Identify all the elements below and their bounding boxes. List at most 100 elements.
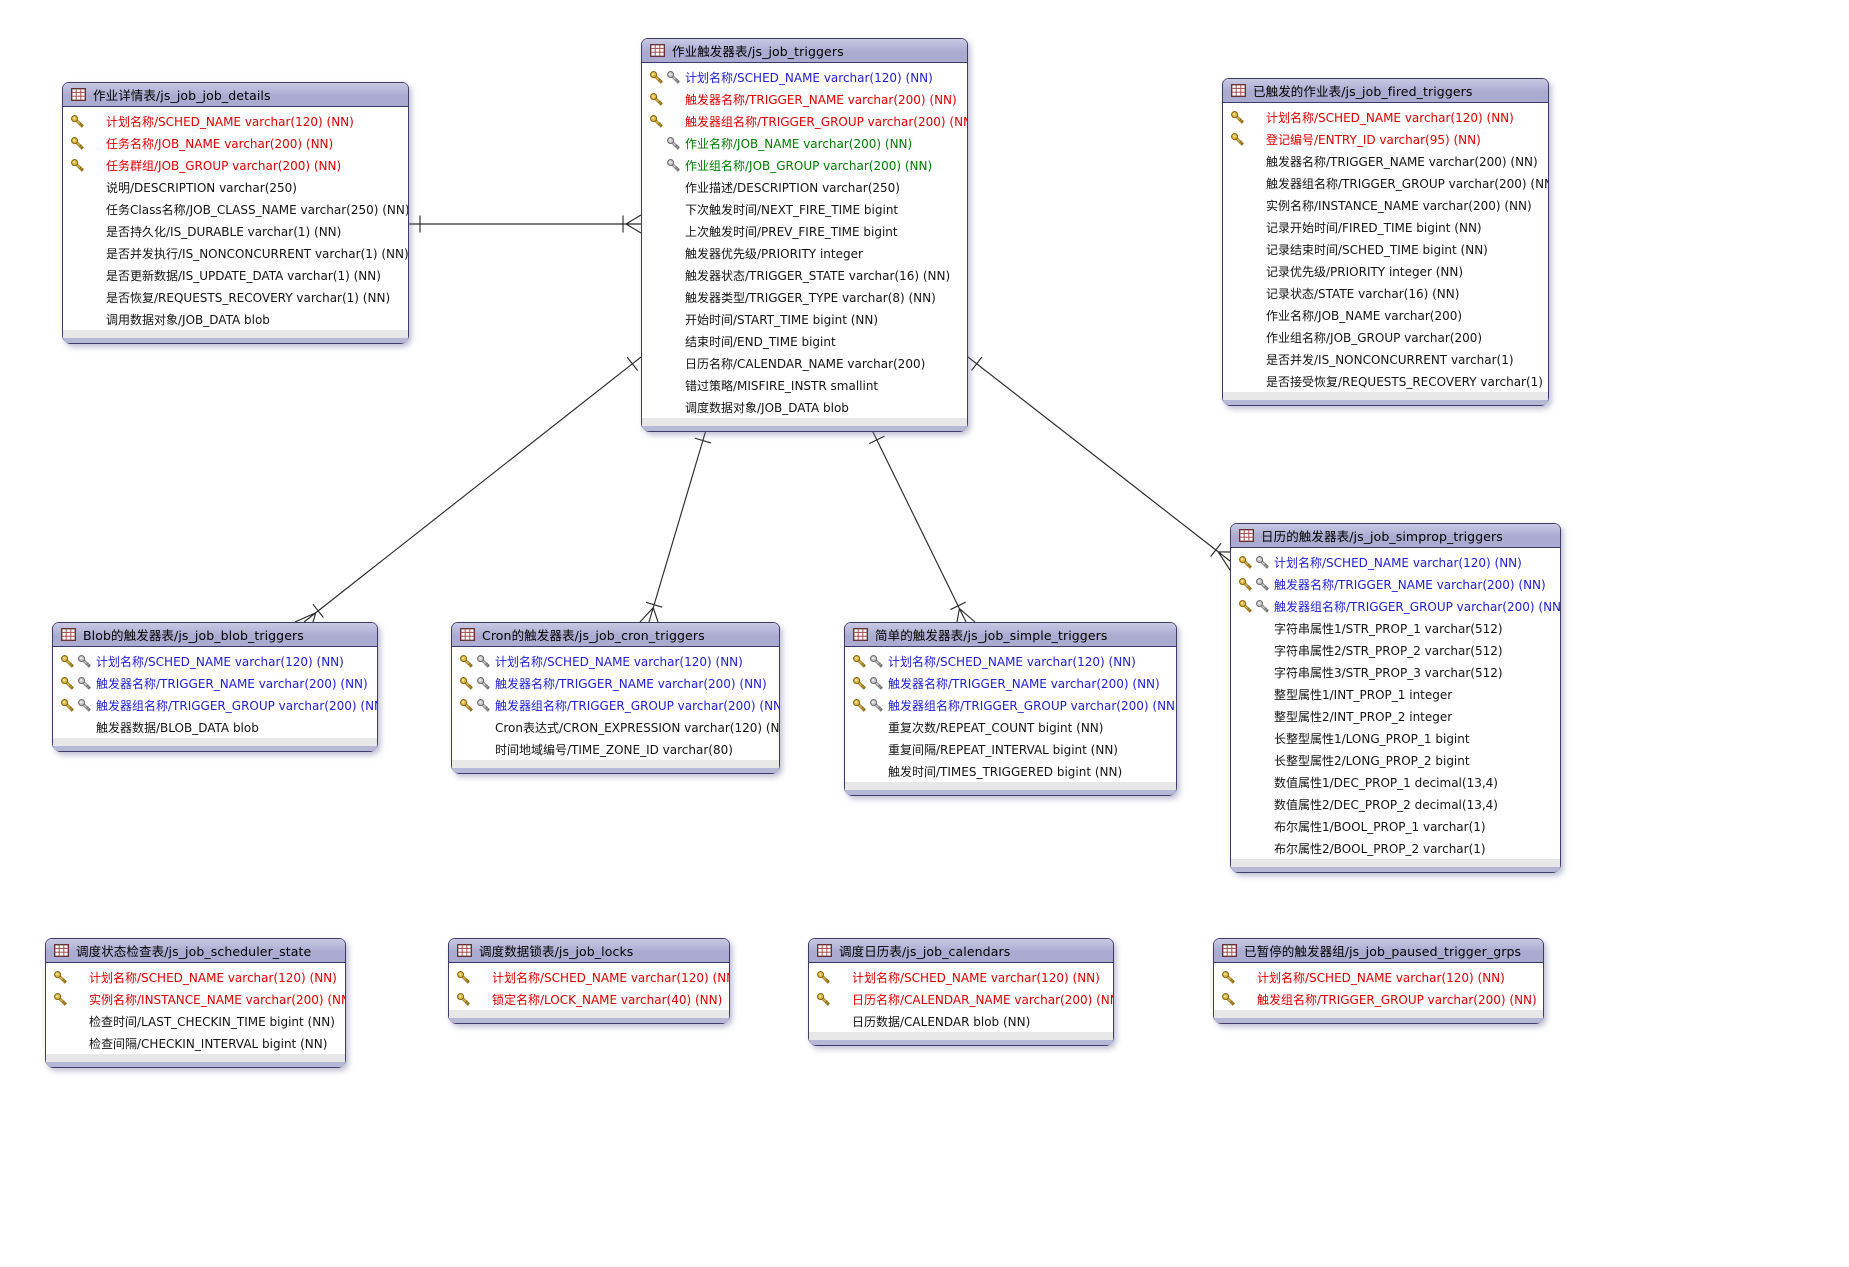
column-row[interactable]: 是否更新数据/IS_UPDATE_DATA varchar(1) (NN) <box>63 264 408 286</box>
column-row[interactable]: 任务群组/JOB_GROUP varchar(200) (NN) <box>63 154 408 176</box>
table-header[interactable]: 调度状态检查表/js_job_scheduler_state <box>46 939 345 963</box>
column-row[interactable]: 触发器组名称/TRIGGER_GROUP varchar(200) (NN) <box>1223 172 1548 194</box>
column-row[interactable]: 是否接受恢复/REQUESTS_RECOVERY varchar(1) <box>1223 370 1548 392</box>
entity-js_job_simprop_triggers[interactable]: 日历的触发器表/js_job_simprop_triggers 计划名称/SCHE… <box>1230 523 1561 873</box>
column-row[interactable]: 日历名称/CALENDAR_NAME varchar(200) (NN) <box>809 988 1113 1010</box>
column-row[interactable]: 触发器类型/TRIGGER_TYPE varchar(8) (NN) <box>642 286 967 308</box>
column-row[interactable]: 登记编号/ENTRY_ID varchar(95) (NN) <box>1223 128 1548 150</box>
relationship-triggers-to-blob_triggers[interactable] <box>294 356 642 623</box>
relationship-triggers-to-cron_triggers[interactable] <box>639 429 712 623</box>
column-row[interactable]: 触发器名称/TRIGGER_NAME varchar(200) (NN) <box>1231 573 1560 595</box>
column-row[interactable]: 日历名称/CALENDAR_NAME varchar(200) <box>642 352 967 374</box>
column-row[interactable]: 触发器状态/TRIGGER_STATE varchar(16) (NN) <box>642 264 967 286</box>
entity-js_job_locks[interactable]: 调度数据锁表/js_job_locks 计划名称/SCHED_NAME varch… <box>448 938 730 1024</box>
table-header[interactable]: 已暂停的触发器组/js_job_paused_trigger_grps <box>1214 939 1543 963</box>
column-row[interactable]: 记录状态/STATE varchar(16) (NN) <box>1223 282 1548 304</box>
column-row[interactable]: 触发器名称/TRIGGER_NAME varchar(200) (NN) <box>642 88 967 110</box>
column-row[interactable]: 触发器组名称/TRIGGER_GROUP varchar(200) (NN) <box>53 694 377 716</box>
column-row[interactable]: 字符串属性3/STR_PROP_3 varchar(512) <box>1231 661 1560 683</box>
column-row[interactable]: 布尔属性2/BOOL_PROP_2 varchar(1) <box>1231 837 1560 859</box>
column-row[interactable]: 实例名称/INSTANCE_NAME varchar(200) (NN) <box>46 988 345 1010</box>
column-row[interactable]: 作业描述/DESCRIPTION varchar(250) <box>642 176 967 198</box>
column-row[interactable]: 调用数据对象/JOB_DATA blob <box>63 308 408 330</box>
column-row[interactable]: 计划名称/SCHED_NAME varchar(120) (NN) <box>63 110 408 132</box>
column-row[interactable]: 触发器组名称/TRIGGER_GROUP varchar(200) (NN) <box>1231 595 1560 617</box>
entity-js_job_cron_triggers[interactable]: Cron的触发器表/js_job_cron_triggers 计划名称/SCHED… <box>451 622 780 774</box>
column-row[interactable]: 触发时间/TIMES_TRIGGERED bigint (NN) <box>845 760 1176 782</box>
column-row[interactable]: 计划名称/SCHED_NAME varchar(120) (NN) <box>845 650 1176 672</box>
column-row[interactable]: 作业名称/JOB_NAME varchar(200) <box>1223 304 1548 326</box>
column-row[interactable]: 计划名称/SCHED_NAME varchar(120) (NN) <box>1231 551 1560 573</box>
column-row[interactable]: 计划名称/SCHED_NAME varchar(120) (NN) <box>449 966 729 988</box>
table-header[interactable]: 作业详情表/js_job_job_details <box>63 83 408 107</box>
column-row[interactable]: 锁定名称/LOCK_NAME varchar(40) (NN) <box>449 988 729 1010</box>
table-header[interactable]: 调度日历表/js_job_calendars <box>809 939 1113 963</box>
column-row[interactable]: 计划名称/SCHED_NAME varchar(120) (NN) <box>1223 106 1548 128</box>
relationship-triggers-to-simple_triggers[interactable] <box>868 429 976 623</box>
column-row[interactable]: 计划名称/SCHED_NAME varchar(120) (NN) <box>1214 966 1543 988</box>
table-header[interactable]: 日历的触发器表/js_job_simprop_triggers <box>1231 524 1560 548</box>
column-row[interactable]: 作业组名称/JOB_GROUP varchar(200) <box>1223 326 1548 348</box>
entity-js_job_paused_trigger_grps[interactable]: 已暂停的触发器组/js_job_paused_trigger_grps 计划名称/… <box>1213 938 1544 1024</box>
column-row[interactable]: 作业组名称/JOB_GROUP varchar(200) (NN) <box>642 154 967 176</box>
column-row[interactable]: 触发器优先级/PRIORITY integer <box>642 242 967 264</box>
entity-js_job_triggers[interactable]: 作业触发器表/js_job_triggers 计划名称/SCHED_NAME va… <box>641 38 968 432</box>
entity-js_job_blob_triggers[interactable]: Blob的触发器表/js_job_blob_triggers 计划名称/SCHED… <box>52 622 378 752</box>
column-row[interactable]: 上次触发时间/PREV_FIRE_TIME bigint <box>642 220 967 242</box>
column-row[interactable]: 是否并发执行/IS_NONCONCURRENT varchar(1) (NN) <box>63 242 408 264</box>
table-header[interactable]: Blob的触发器表/js_job_blob_triggers <box>53 623 377 647</box>
column-row[interactable]: 数值属性2/DEC_PROP_2 decimal(13,4) <box>1231 793 1560 815</box>
column-row[interactable]: 重复间隔/REPEAT_INTERVAL bigint (NN) <box>845 738 1176 760</box>
entity-js_job_scheduler_state[interactable]: 调度状态检查表/js_job_scheduler_state 计划名称/SCHED… <box>45 938 346 1068</box>
column-row[interactable]: 作业名称/JOB_NAME varchar(200) (NN) <box>642 132 967 154</box>
column-row[interactable]: 触发器数据/BLOB_DATA blob <box>53 716 377 738</box>
column-row[interactable]: 数值属性1/DEC_PROP_1 decimal(13,4) <box>1231 771 1560 793</box>
column-row[interactable]: 任务Class名称/JOB_CLASS_NAME varchar(250) (N… <box>63 198 408 220</box>
column-row[interactable]: 字符串属性1/STR_PROP_1 varchar(512) <box>1231 617 1560 639</box>
entity-js_job_job_details[interactable]: 作业详情表/js_job_job_details 计划名称/SCHED_NAME … <box>62 82 409 344</box>
table-header[interactable]: 调度数据锁表/js_job_locks <box>449 939 729 963</box>
column-row[interactable]: 检查时间/LAST_CHECKIN_TIME bigint (NN) <box>46 1010 345 1032</box>
column-row[interactable]: 检查间隔/CHECKIN_INTERVAL bigint (NN) <box>46 1032 345 1054</box>
column-row[interactable]: 实例名称/INSTANCE_NAME varchar(200) (NN) <box>1223 194 1548 216</box>
column-row[interactable]: 时间地域编号/TIME_ZONE_ID varchar(80) <box>452 738 779 760</box>
column-row[interactable]: 是否持久化/IS_DURABLE varchar(1) (NN) <box>63 220 408 242</box>
table-header[interactable]: Cron的触发器表/js_job_cron_triggers <box>452 623 779 647</box>
column-row[interactable]: 结束时间/END_TIME bigint <box>642 330 967 352</box>
column-row[interactable]: 触发器组名称/TRIGGER_GROUP varchar(200) (NN) <box>642 110 967 132</box>
column-row[interactable]: 说明/DESCRIPTION varchar(250) <box>63 176 408 198</box>
column-row[interactable]: 整型属性2/INT_PROP_2 integer <box>1231 705 1560 727</box>
column-row[interactable]: 计划名称/SCHED_NAME varchar(120) (NN) <box>809 966 1113 988</box>
column-row[interactable]: 下次触发时间/NEXT_FIRE_TIME bigint <box>642 198 967 220</box>
column-row[interactable]: 计划名称/SCHED_NAME varchar(120) (NN) <box>46 966 345 988</box>
column-row[interactable]: 记录开始时间/FIRED_TIME bigint (NN) <box>1223 216 1548 238</box>
column-row[interactable]: 整型属性1/INT_PROP_1 integer <box>1231 683 1560 705</box>
column-row[interactable]: 触发器名称/TRIGGER_NAME varchar(200) (NN) <box>845 672 1176 694</box>
entity-js_job_calendars[interactable]: 调度日历表/js_job_calendars 计划名称/SCHED_NAME va… <box>808 938 1114 1046</box>
column-row[interactable]: 触发器名称/TRIGGER_NAME varchar(200) (NN) <box>1223 150 1548 172</box>
table-header[interactable]: 已触发的作业表/js_job_fired_triggers <box>1223 79 1548 103</box>
column-row[interactable]: 触发器名称/TRIGGER_NAME varchar(200) (NN) <box>452 672 779 694</box>
entity-js_job_fired_triggers[interactable]: 已触发的作业表/js_job_fired_triggers 计划名称/SCHED_… <box>1222 78 1549 406</box>
table-header[interactable]: 作业触发器表/js_job_triggers <box>642 39 967 63</box>
column-row[interactable]: 记录优先级/PRIORITY integer (NN) <box>1223 260 1548 282</box>
column-row[interactable]: 计划名称/SCHED_NAME varchar(120) (NN) <box>642 66 967 88</box>
relationship-job_details-to-triggers[interactable] <box>409 214 642 234</box>
column-row[interactable]: 任务名称/JOB_NAME varchar(200) (NN) <box>63 132 408 154</box>
column-row[interactable]: Cron表达式/CRON_EXPRESSION varchar(120) (NN… <box>452 716 779 738</box>
table-header[interactable]: 简单的触发器表/js_job_simple_triggers <box>845 623 1176 647</box>
column-row[interactable]: 触发器组名称/TRIGGER_GROUP varchar(200) (NN) <box>845 694 1176 716</box>
column-row[interactable]: 是否恢复/REQUESTS_RECOVERY varchar(1) (NN) <box>63 286 408 308</box>
relationship-triggers-to-simprop_triggers[interactable] <box>967 356 1231 571</box>
column-row[interactable]: 触发器名称/TRIGGER_NAME varchar(200) (NN) <box>53 672 377 694</box>
column-row[interactable]: 长整型属性1/LONG_PROP_1 bigint <box>1231 727 1560 749</box>
column-row[interactable]: 错过策略/MISFIRE_INSTR smallint <box>642 374 967 396</box>
column-row[interactable]: 触发器组名称/TRIGGER_GROUP varchar(200) (NN) <box>452 694 779 716</box>
entity-js_job_simple_triggers[interactable]: 简单的触发器表/js_job_simple_triggers 计划名称/SCHED… <box>844 622 1177 796</box>
column-row[interactable]: 开始时间/START_TIME bigint (NN) <box>642 308 967 330</box>
column-row[interactable]: 计划名称/SCHED_NAME varchar(120) (NN) <box>452 650 779 672</box>
column-row[interactable]: 计划名称/SCHED_NAME varchar(120) (NN) <box>53 650 377 672</box>
column-row[interactable]: 调度数据对象/JOB_DATA blob <box>642 396 967 418</box>
column-row[interactable]: 字符串属性2/STR_PROP_2 varchar(512) <box>1231 639 1560 661</box>
column-row[interactable]: 日历数据/CALENDAR blob (NN) <box>809 1010 1113 1032</box>
